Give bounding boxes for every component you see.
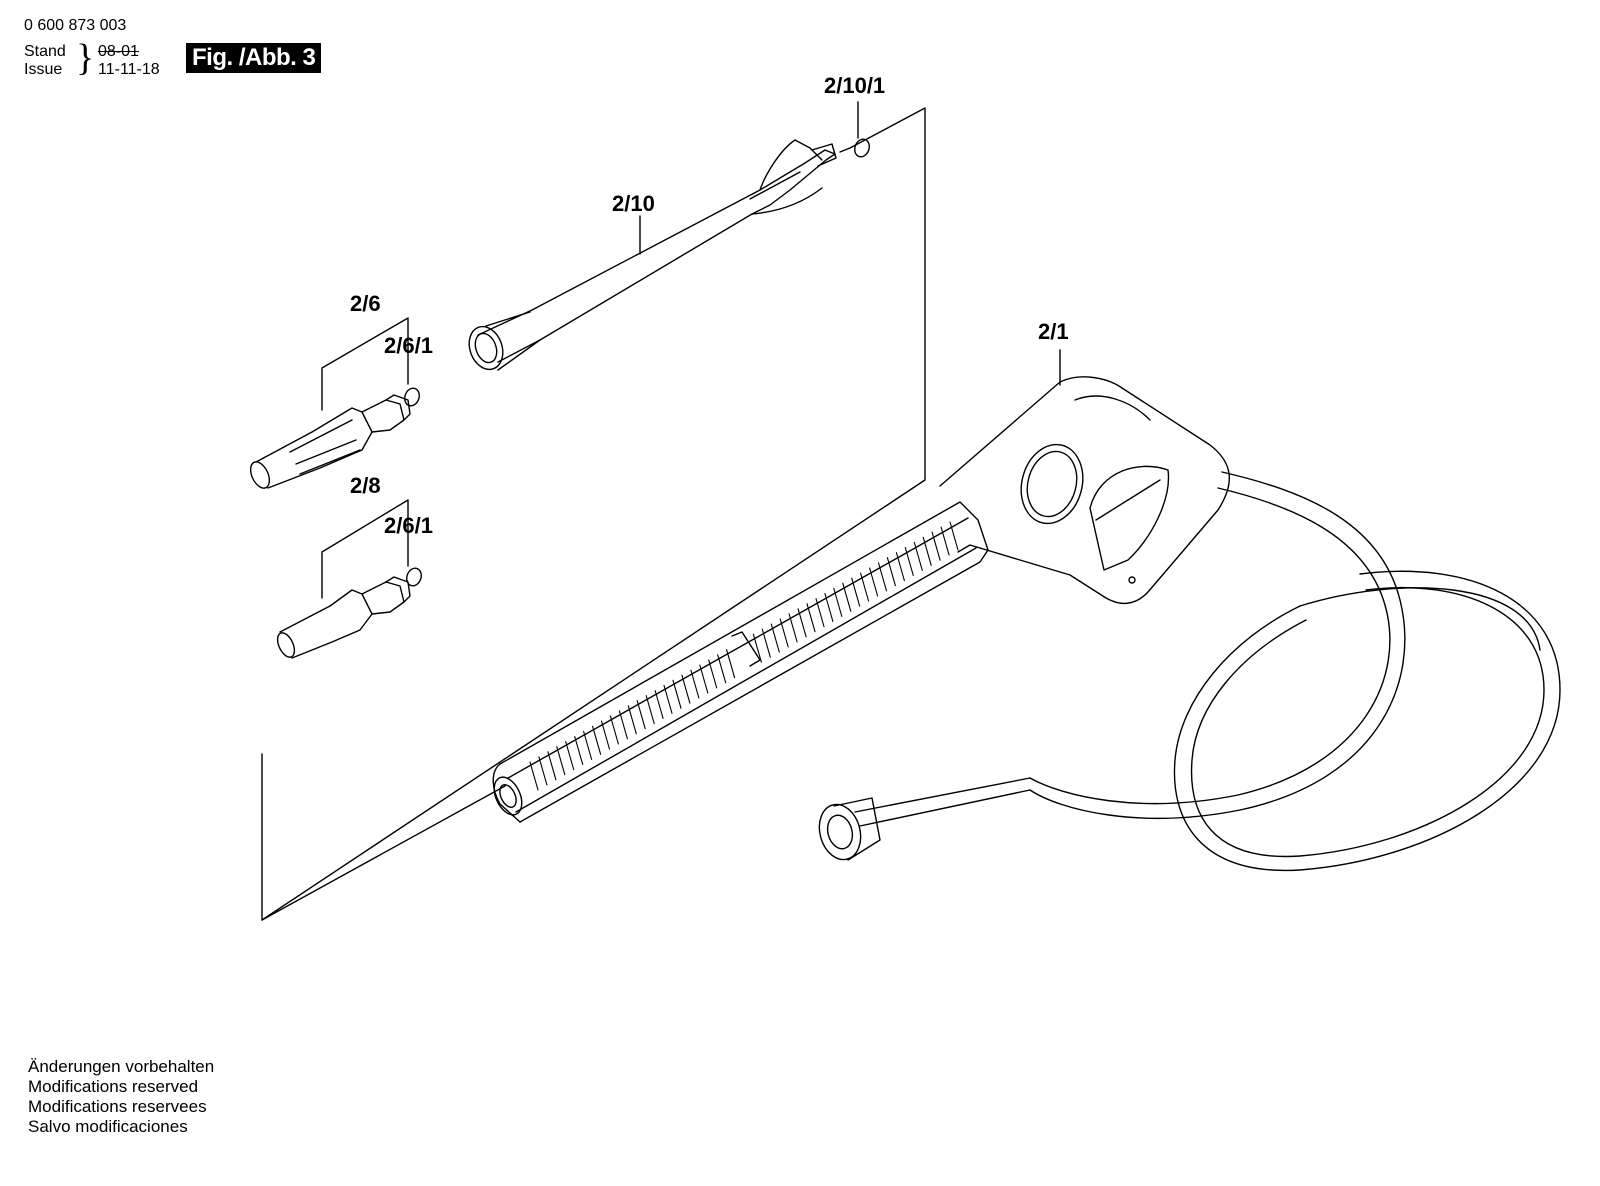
old-stand-date: 08-01 xyxy=(98,43,139,60)
brace-symbol: } xyxy=(76,37,95,79)
leader-2-8 xyxy=(321,499,409,599)
tube-rib xyxy=(636,700,646,730)
issue-label: Issue xyxy=(24,61,63,78)
tube-rib xyxy=(663,684,673,714)
tube-rib xyxy=(949,521,959,551)
tube-rib xyxy=(815,598,825,628)
callout-2-8: 2/8 xyxy=(350,473,381,498)
tube-rib xyxy=(797,608,807,638)
tube-rib xyxy=(779,618,789,648)
callout-2-10-1: 2/10/1 xyxy=(824,73,886,98)
tube-rib xyxy=(726,649,736,679)
tube-rib xyxy=(529,761,539,791)
tube-rib xyxy=(556,746,566,776)
tube-rib xyxy=(717,654,727,684)
tube-rib xyxy=(609,715,619,745)
tube-rib xyxy=(600,720,611,750)
tube-rib xyxy=(869,567,879,597)
nozzle-2-6 xyxy=(249,394,411,489)
tube-rib xyxy=(860,572,870,602)
nozzle-2-8 xyxy=(276,576,411,659)
callout-2-10: 2/10 xyxy=(612,191,655,216)
issue-date: 11-11-18 xyxy=(98,61,160,78)
callout-2-6-1-b: 2/6/1 xyxy=(384,513,433,538)
document-number: 0 600 873 003 xyxy=(24,17,127,34)
tube-rib xyxy=(922,536,932,566)
tube-rib xyxy=(886,557,896,587)
tube-rib xyxy=(904,546,914,577)
tube-rib xyxy=(761,628,771,658)
tube-rib xyxy=(752,633,762,663)
tube-rib xyxy=(681,674,691,704)
tube-rib xyxy=(592,725,602,755)
hose xyxy=(818,471,1561,872)
notice-line-es: Salvo modificaciones xyxy=(28,1117,188,1136)
tube-rib xyxy=(538,756,548,786)
notice-line-de: Änderungen vorbehalten xyxy=(28,1057,215,1076)
tube-rib xyxy=(699,664,709,694)
leader-2-6 xyxy=(321,317,409,411)
assembly-frame xyxy=(261,107,926,921)
tube-rib xyxy=(913,541,923,571)
tube-rib xyxy=(547,751,557,781)
o-ring-2-6-1-a xyxy=(404,387,420,407)
tube-rib xyxy=(565,741,575,771)
tube-rib xyxy=(583,730,593,760)
modification-notice: Änderungen vorbehalten Modifications res… xyxy=(28,1057,214,1137)
tube-rib xyxy=(895,552,905,582)
figure-label: Fig. /Abb. 3 xyxy=(186,43,322,73)
callout-2-6-1-a: 2/6/1 xyxy=(384,333,433,358)
stand-label: Stand xyxy=(24,43,66,60)
tube-rib xyxy=(708,659,718,689)
tube-rib xyxy=(877,562,888,592)
callout-2-6: 2/6 xyxy=(350,291,381,316)
frame-axis-line xyxy=(261,785,506,921)
extension-tube xyxy=(492,501,989,823)
o-ring-2-10-1 xyxy=(854,138,870,158)
tube-rib xyxy=(654,689,664,720)
tube-rib xyxy=(931,531,941,561)
tube-rib xyxy=(690,669,700,699)
lance-part xyxy=(468,139,837,371)
tube-rib xyxy=(806,603,816,633)
tube-rib xyxy=(824,592,834,623)
tube-rib xyxy=(618,710,628,740)
tube-rib xyxy=(851,577,861,607)
callout-2-1: 2/1 xyxy=(1038,319,1069,344)
tube-rib xyxy=(842,582,852,612)
o-ring-2-6-1-b xyxy=(406,567,422,587)
notice-line-en: Modifications reserved xyxy=(28,1077,199,1096)
tube-rib xyxy=(940,526,950,556)
tube-rib xyxy=(627,705,637,735)
tube-rib xyxy=(645,695,655,725)
tube-rib xyxy=(788,613,798,643)
tube-rib xyxy=(833,587,843,617)
notice-line-fr: Modifications reservees xyxy=(28,1097,207,1116)
tube-rib xyxy=(672,679,682,709)
tube-rib xyxy=(574,735,584,766)
tube-rib xyxy=(770,623,780,653)
trigger-gun xyxy=(939,376,1230,605)
